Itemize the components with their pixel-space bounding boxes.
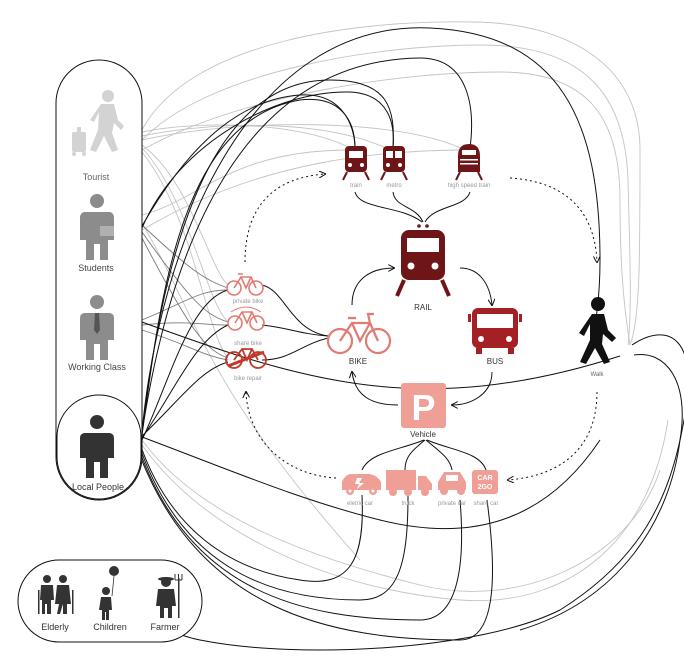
vehicle-label: Vehicle	[410, 430, 436, 439]
share-bike-icon	[227, 306, 265, 331]
elderly-label: Elderly	[41, 622, 69, 632]
private-bike-label: private bike	[233, 299, 264, 305]
share-car-badge-bottom: 2GO	[478, 484, 493, 491]
others-panel: Elderly Children Farmer	[17, 559, 203, 643]
share-bike-label: share bike	[234, 341, 262, 347]
share-car-icon: CAR 2GO	[472, 470, 498, 494]
bike-repair-icon	[225, 348, 267, 369]
farmer-icon	[156, 574, 183, 618]
electric-car-icon	[342, 474, 381, 495]
train-icon	[342, 146, 370, 181]
metro-label: metro	[386, 183, 402, 189]
parking-letter: P	[411, 387, 435, 428]
children-label: Children	[93, 622, 127, 632]
parking-icon: P	[401, 383, 446, 428]
truck-icon	[386, 470, 432, 496]
farmer-label: Farmer	[151, 622, 180, 632]
elderly-icon	[38, 575, 74, 614]
student-icon	[80, 194, 114, 260]
metro-icon	[380, 146, 408, 181]
share-car-label: share car	[473, 501, 498, 507]
eletric-car-label: eletric car	[347, 501, 373, 507]
local-people-label: Local People	[72, 482, 124, 492]
population-panel-outline	[55, 59, 143, 501]
worker-icon	[80, 295, 114, 360]
vehicle-submodes: eletric car truck private car CAR 2GO sh…	[342, 470, 499, 507]
bus-icon	[468, 308, 522, 354]
private-car-label: private car	[438, 501, 466, 507]
connection-lines	[138, 21, 684, 651]
bus-label: BUS	[487, 357, 503, 366]
walking-person-icon	[579, 297, 616, 364]
rail-label: RAIL	[414, 303, 432, 312]
bicycle-icon	[326, 312, 392, 355]
rail-submodes: train metro high speed train	[342, 144, 491, 189]
child-icon	[99, 566, 119, 620]
walk-label: Walk	[590, 372, 604, 378]
train-label: train	[350, 183, 362, 189]
bike-repair-label: bike repair	[234, 376, 262, 382]
students-label: Students	[78, 263, 114, 273]
truck-label: truck	[401, 501, 415, 507]
rail-icon	[395, 224, 451, 297]
bike-label: BIKE	[349, 357, 367, 366]
working-class-label: Working Class	[68, 362, 126, 372]
population-panel: Tourist Students Working Class Local Peo…	[55, 59, 143, 501]
local-person-icon	[80, 415, 114, 478]
tourist-icon	[72, 90, 124, 156]
high-speed-train-icon	[455, 144, 483, 181]
private-car-icon	[438, 472, 466, 495]
private-bike-icon	[226, 273, 264, 296]
tourist-label: Tourist	[83, 172, 110, 182]
share-car-badge-top: CAR	[477, 475, 492, 482]
high-speed-train-label: high speed train	[448, 183, 491, 189]
bike-submodes: private bike share bike bike repair	[225, 273, 267, 382]
